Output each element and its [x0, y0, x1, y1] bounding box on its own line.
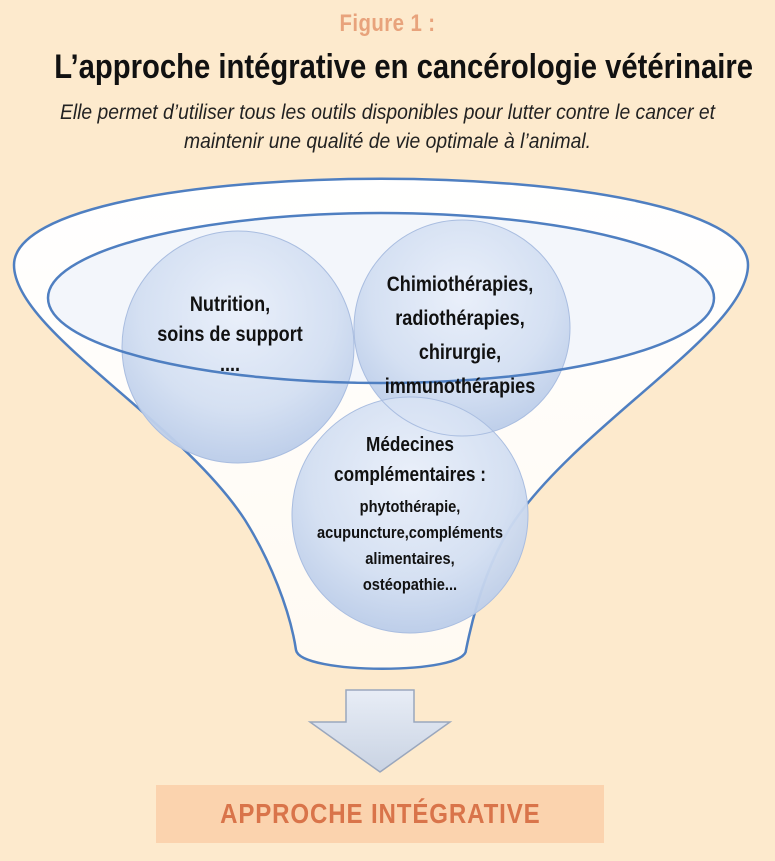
medecines-head-line: Médecines: [366, 434, 454, 456]
result-box: APPROCHE INTÉGRATIVE: [156, 785, 604, 843]
circle-medecines: [292, 397, 528, 633]
medecines-item: alimentaires,: [365, 549, 455, 568]
page-title: L’approche intégrative en cancérologie v…: [54, 48, 754, 86]
circle-nutrition-text: Nutrition, soins de support ....: [127, 290, 333, 380]
circle-medecines-heading: Médecines complémentaires :: [303, 430, 518, 490]
therapies-line: chirurgie,: [418, 341, 502, 364]
medecines-item: phytothérapie,: [359, 497, 461, 516]
medecines-item: ostéopathie...: [362, 575, 458, 594]
therapies-line: Chimiothérapies,: [386, 273, 534, 296]
nutrition-line: Nutrition,: [189, 293, 271, 316]
nutrition-line: soins de support: [157, 323, 303, 346]
circle-therapies-text: Chimiothérapies, radiothérapies, chirurg…: [353, 268, 568, 404]
medecines-item: acupuncture,compléments: [316, 523, 504, 542]
nutrition-line: ....: [219, 353, 241, 376]
down-arrow-icon: [307, 689, 453, 773]
figure-label: Figure 1 :: [339, 10, 436, 37]
circle-medecines-list: phytothérapie, acupuncture,compléments a…: [290, 494, 531, 598]
therapies-line: radiothérapies,: [395, 307, 525, 330]
subtitle: Elle permet d’utiliser tous les outils d…: [59, 101, 716, 153]
medecines-head-line: complémentaires :: [333, 464, 486, 486]
result-label: APPROCHE INTÉGRATIVE: [219, 798, 541, 829]
therapies-line: immunothérapies: [384, 375, 536, 398]
circle-nutrition: [122, 231, 354, 463]
funnel-rim: [46, 211, 716, 385]
